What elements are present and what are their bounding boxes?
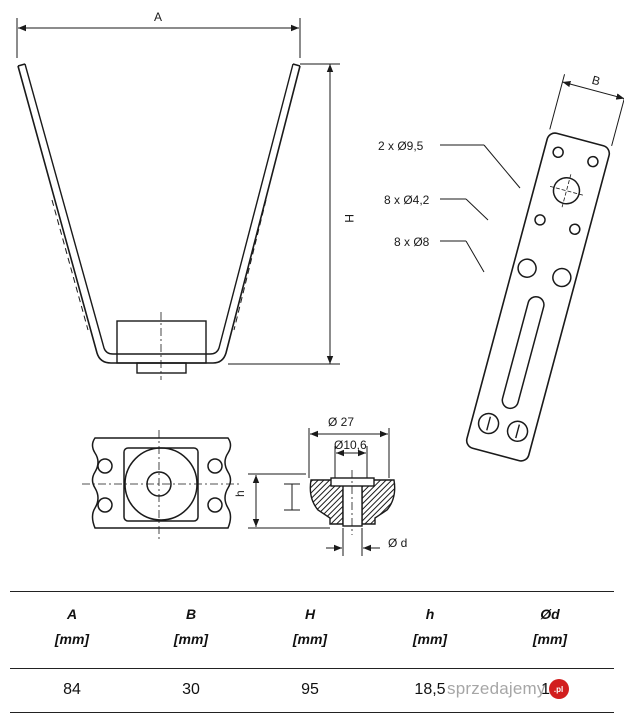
watermark-badge: .pl <box>548 679 569 699</box>
col-header-b: B <box>185 606 197 622</box>
label-h: H <box>342 214 356 223</box>
hidden-edge-left <box>51 199 89 331</box>
value-h-small: 18,5 <box>414 681 446 698</box>
label-d27: Ø 27 <box>328 415 354 429</box>
label-d10: Ø10,6 <box>334 438 367 452</box>
table-top-rule <box>10 591 614 592</box>
label-dd: Ø d <box>388 536 407 550</box>
lip-right <box>292 63 301 67</box>
col-unit-h: [mm] <box>292 631 328 647</box>
label-hole-large: 2 x Ø9,5 <box>378 139 424 153</box>
lip-left <box>17 63 26 67</box>
hidden-edge-right <box>233 199 267 331</box>
hole-small-3 <box>534 214 546 226</box>
hole-large-top <box>552 176 581 205</box>
watermark-text: sprzedajemy <box>447 679 546 698</box>
bottom-hole-4 <box>207 497 223 513</box>
label-hole-medium: 8 x Ø8 <box>394 235 430 249</box>
table-header-rule <box>10 668 614 669</box>
hole-small-4 <box>569 223 581 235</box>
label-h-small: h <box>233 490 247 497</box>
insert-block <box>116 320 207 364</box>
value-a: 84 <box>63 681 81 698</box>
funnel-inner-wall <box>24 63 294 355</box>
ext-line-b-left <box>549 74 566 130</box>
mounting-plate <box>465 132 611 462</box>
ext-line-b-right <box>611 90 624 147</box>
col-header-d: Ød <box>540 606 560 622</box>
bottom-hole-2 <box>97 497 113 513</box>
label-hole-small: 8 x Ø4,2 <box>384 193 430 207</box>
bottom-hole-3 <box>207 458 223 474</box>
watermark: sprzedajemy .pl <box>447 676 607 702</box>
hole-small-1 <box>552 146 564 159</box>
side-view: B <box>465 73 624 462</box>
hole-leaders <box>440 144 521 273</box>
hole-bottom-1 <box>477 412 500 435</box>
bottom-hole-1 <box>97 458 113 474</box>
col-header-h: H <box>304 606 316 622</box>
funnel-outer-wall <box>17 65 301 364</box>
col-unit-d: [mm] <box>532 631 568 647</box>
col-header-a: A <box>66 606 78 622</box>
value-h: 95 <box>301 681 319 698</box>
dim-line-b <box>562 80 624 100</box>
foot-stub <box>136 362 187 374</box>
foot-insert-top <box>330 477 375 487</box>
adjust-slot <box>501 295 545 410</box>
label-a: A <box>154 10 162 24</box>
hole-medium-2 <box>552 267 572 288</box>
bottom-view <box>82 430 240 540</box>
col-unit-b: [mm] <box>173 631 209 647</box>
technical-drawing: A H B 2 x Ø9,5 <box>16 10 624 556</box>
hole-medium-1 <box>517 258 537 278</box>
section-view <box>248 428 396 556</box>
front-view <box>16 18 340 380</box>
col-header-h-small: h <box>425 606 435 622</box>
hole-small-2 <box>587 155 599 168</box>
bottom-plate-outline <box>91 437 232 529</box>
value-b: 30 <box>182 681 200 698</box>
col-unit-a: [mm] <box>54 631 90 647</box>
table-bottom-rule <box>10 712 614 713</box>
hole-bottom-2 <box>506 420 529 443</box>
col-unit-h-small: [mm] <box>412 631 448 647</box>
label-b: B <box>590 73 601 89</box>
foot-insert <box>342 481 363 527</box>
